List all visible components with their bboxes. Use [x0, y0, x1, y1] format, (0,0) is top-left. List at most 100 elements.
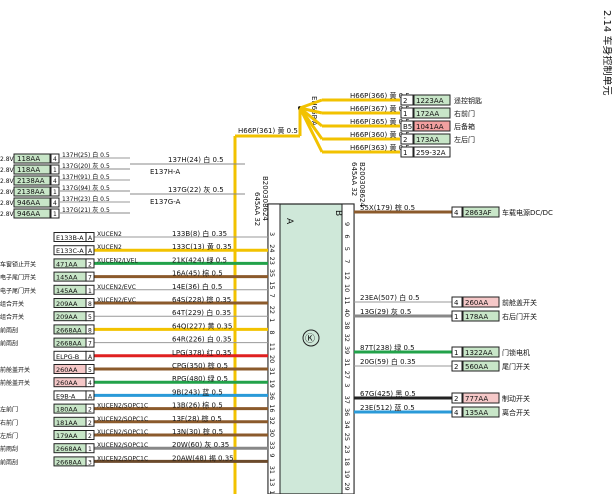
top-wire-branch [299, 106, 323, 115]
left-wire-box-label: 181AA [56, 419, 78, 427]
left-wire-code: 64T(229) 白 0.35 [172, 308, 231, 317]
left-wire-pin: 5 [88, 367, 92, 374]
left-top-side: 2.8V [0, 156, 15, 163]
left-wire-box-label: ELPG-B [56, 353, 79, 361]
top-wire-box-label: 173AA [416, 136, 439, 144]
left-wire-pin: 5 [88, 314, 92, 321]
left-wire-pin-box [85, 232, 95, 242]
left-wire-pin: A [88, 393, 93, 400]
left-top-box-label: 2138AA [17, 188, 45, 196]
left-wire-pin-box [85, 430, 95, 440]
top-wire-box-label: 172AA [416, 110, 439, 118]
left-wire-pin: 8 [88, 327, 92, 334]
right-wire-target: 制动开关 [502, 394, 530, 403]
left-pin-strip [267, 203, 281, 494]
left-wire-target: 左前门 [0, 406, 18, 414]
left-wire-target: 前舱盖开关 [0, 366, 30, 374]
left-wire-pin: 8 [88, 301, 92, 308]
top-main-label: H66P(361) 黄 0.5 [238, 126, 298, 135]
left-top-box [13, 164, 51, 175]
top-wire-pin-box [400, 107, 414, 119]
right-pin-number: 12 [343, 272, 351, 280]
right-wire-target: 前舱盖开关 [502, 298, 537, 307]
left-top-pin-box [50, 197, 60, 208]
left-pin-number: 31 [268, 367, 276, 375]
left-wire-pin-box [85, 443, 95, 454]
left-wire-code: 20AW(48) 褐 0.35 [172, 453, 234, 462]
top-wire-box-label: 1223AA [416, 97, 444, 105]
left-wire-box-label: E9B-A [56, 392, 76, 400]
left-wire-pin: 1 [88, 446, 92, 453]
top-wire-branch [298, 107, 324, 153]
body-control-unit [267, 203, 355, 494]
right-wire-code: 23EA(507) 白 0.5 [360, 293, 420, 302]
right-wire-box-label: 178AA [465, 313, 488, 321]
left-top-pin-box [50, 153, 60, 164]
left-wire-pin-box [85, 245, 95, 256]
top-wire-code: H66P(366) 黄 0.5 [350, 91, 410, 100]
right-pin-number: 38 [343, 321, 351, 329]
left-wire-code: 9B(243) 蓝 0.5 [172, 387, 223, 396]
right-connector-sub: B200308624 [358, 162, 366, 207]
right-pin-number: 27 [343, 371, 351, 379]
top-wire-box [413, 107, 451, 119]
top-wire-box [413, 120, 451, 132]
left-wire-box-label: 179AA [56, 432, 78, 440]
left-wire-pin-box [85, 377, 95, 388]
left-top-pin: 1 [53, 189, 57, 196]
left-pin-number: 19 [268, 380, 276, 388]
left-wire-code: 133B(8) 白 0.35 [172, 229, 227, 238]
left-wire-box-label: E133B-A [56, 234, 84, 242]
left-top-pin: 4 [53, 200, 57, 207]
left-top-box-label: 118AA [17, 166, 40, 174]
right-pin-number: 31 [343, 358, 351, 366]
left-pin-number: 23 [268, 257, 276, 265]
left-top-pin: 4 [53, 156, 57, 163]
left-pin-number: 12 [268, 490, 276, 494]
left-top-box-label: 118AA [17, 155, 40, 163]
right-wire-pin: 4 [454, 209, 459, 217]
left-top-side: 2.8V [0, 189, 15, 196]
top-wire-pin-box [400, 120, 414, 132]
left-top-code: 137H(91) 白 0.5 [62, 173, 110, 181]
left-wire-box-label: 209AA [56, 313, 78, 321]
right-pin-number: 7 [343, 259, 351, 263]
left-wire-code: 64Q(227) 黄 0.35 [172, 321, 232, 330]
left-wire-box-label: 2668AA [56, 445, 82, 453]
right-wire-pin: 1 [454, 349, 458, 357]
left-wire-pin: A [88, 354, 93, 361]
left-pin-number: 30 [268, 429, 276, 437]
left-wire-box-label: 260AA [56, 366, 78, 374]
left-wire-pin-box [85, 311, 95, 322]
left-wire-target: 车窗锁止开关 [0, 260, 36, 268]
left-wire-xu: XUCEN2/EVC [97, 297, 136, 304]
left-wire-pin-box [85, 390, 95, 401]
left-top-pin: 1 [53, 167, 57, 174]
right-pin-number: 39 [343, 346, 351, 354]
left-top-box [13, 197, 51, 208]
top-wire-code: H66P(367) 黄 0.5 [350, 104, 410, 113]
left-wire-target: 前雨刮 [0, 458, 18, 466]
top-wire-box [413, 146, 451, 158]
left-wire-xu: XUCEN2/EVC [97, 284, 136, 291]
left-top-box-label: 2138AA [17, 177, 45, 185]
right-pin-number: 34 [343, 420, 351, 428]
right-wire-box [462, 392, 500, 404]
right-pin-number: 3 [343, 383, 351, 387]
joint-code: 137G(22) 灰 0.5 [168, 185, 224, 194]
right-wire-box-label: 777AA [465, 395, 488, 403]
right-pin-number: 19 [343, 470, 351, 478]
left-wire-pin-box [85, 403, 95, 414]
left-top-code: 137G(94) 灰 0.5 [62, 184, 110, 192]
right-wire-pin-box [451, 206, 463, 218]
left-wire-xu: XUCEN2/SOPC1C [97, 429, 148, 436]
left-top-code: 137G(21) 灰 0.5 [62, 206, 110, 214]
left-wire-code: 21K(424) 绿 0.5 [172, 255, 227, 264]
left-wire-target: 左后门 [0, 432, 18, 440]
left-top-pin-box [50, 186, 60, 197]
top-wire-code: H66P(360) 黄 0.5 [350, 130, 410, 139]
right-wire-target: 门锁电机 [502, 348, 530, 357]
left-pin-number: 24 [268, 244, 276, 252]
